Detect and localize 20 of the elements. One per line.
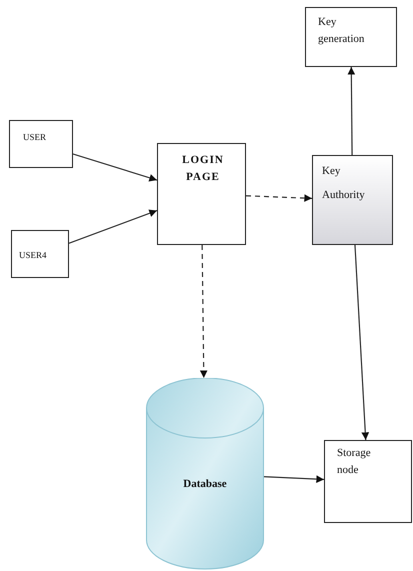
node-label: Database [182, 477, 228, 492]
arrow [246, 194, 312, 202]
user-box [11, 230, 69, 278]
page-box [157, 143, 246, 245]
arrow [264, 475, 324, 483]
node-label: Key generation [318, 15, 366, 46]
user-box [9, 120, 73, 168]
process-box [305, 7, 397, 67]
node-label: LOGIN PAGE [181, 153, 225, 184]
node-label: Storage node [337, 446, 372, 478]
authority-box [312, 155, 393, 245]
arrow [72, 153, 158, 182]
node-label: USER4 [19, 249, 48, 262]
node-label: Key Authority [322, 164, 366, 204]
storage-box [324, 440, 412, 523]
arrow [68, 210, 158, 244]
arrow [354, 244, 370, 440]
node-label: USER [23, 131, 48, 144]
arrow [200, 245, 208, 378]
arrow [348, 67, 356, 155]
